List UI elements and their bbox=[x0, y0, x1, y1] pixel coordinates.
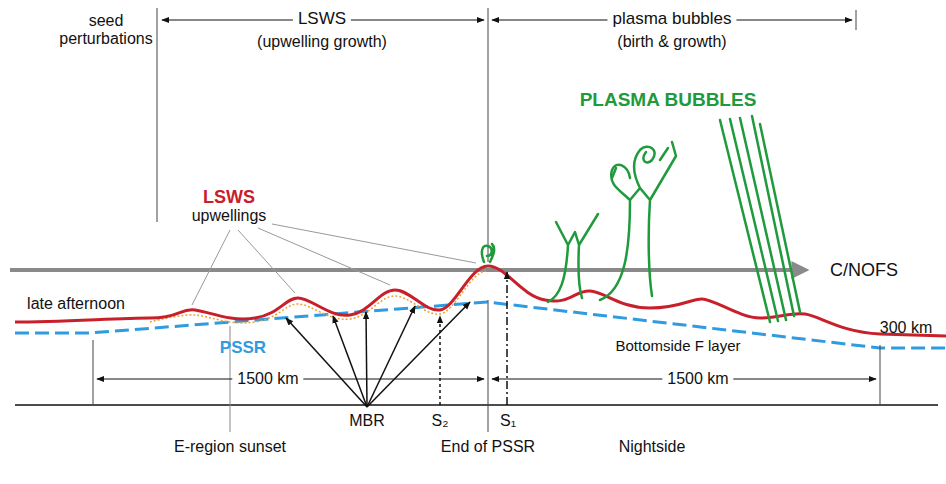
upwelling-trace bbox=[150, 271, 486, 323]
phase-tick bbox=[856, 10, 857, 30]
phase-divider bbox=[157, 8, 158, 222]
phase-divider bbox=[488, 8, 489, 262]
dimension-label: 1500 km bbox=[662, 370, 733, 388]
phase-label: (upwelling growth) bbox=[257, 33, 387, 51]
s2-arrow bbox=[439, 316, 441, 405]
leader-lines bbox=[192, 224, 476, 305]
phase-label: plasma bubbles bbox=[607, 9, 736, 29]
bubble-title: PLASMA BUBBLES bbox=[580, 89, 757, 111]
f-layer-curve bbox=[15, 266, 946, 336]
end-pssr-label: End of PSSR bbox=[441, 438, 535, 456]
phase-label: LSWS bbox=[293, 9, 351, 29]
lsws-label: upwellings bbox=[192, 207, 267, 225]
mbr-arrows bbox=[286, 302, 470, 407]
layer-label: Bottomside F layer bbox=[615, 337, 740, 354]
pssr-label: PSSR bbox=[220, 338, 266, 358]
pssr-line bbox=[15, 302, 946, 348]
satellite-label: C/NOFS bbox=[830, 260, 898, 281]
dimension-tick bbox=[93, 340, 94, 405]
plasma-bubbles bbox=[482, 116, 800, 322]
s2-label: S₂ bbox=[432, 412, 449, 430]
altitude-label: 300 km bbox=[880, 319, 932, 337]
lsws-label: LSWS bbox=[203, 187, 255, 208]
nightside-label: Nightside bbox=[619, 438, 686, 456]
ground-line bbox=[15, 404, 938, 406]
s1-label: S₁ bbox=[500, 412, 516, 430]
phase-label: (birth & growth) bbox=[617, 33, 726, 51]
time-label: late afternoon bbox=[27, 295, 125, 313]
dimension-tick bbox=[880, 345, 881, 405]
satellite-track bbox=[10, 268, 795, 272]
sunset-label: E-region sunset bbox=[174, 438, 286, 456]
mbr-label: MBR bbox=[349, 412, 385, 430]
s1-arrow bbox=[506, 272, 508, 405]
phase-label: seed perturbations bbox=[58, 12, 154, 49]
end-pssr-line bbox=[488, 300, 489, 432]
dimension-label: 1500 km bbox=[232, 370, 303, 388]
